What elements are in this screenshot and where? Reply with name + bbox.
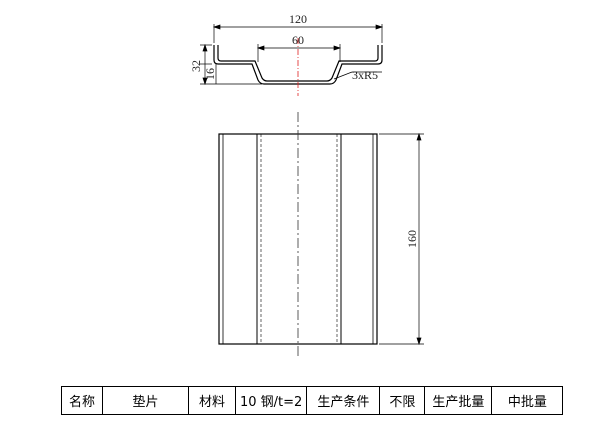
spec-table: 名称 垫片 材料 10 钢/t=2 生产条件 不限 生产批量 中批量 xyxy=(61,386,564,415)
profile-outer-line xyxy=(213,45,383,85)
spec-condition-value: 不限 xyxy=(379,386,426,415)
spec-material-value: 10 钢/t=2 xyxy=(234,386,308,415)
bend-radius-leader xyxy=(333,71,382,80)
spec-table-row: 名称 垫片 材料 10 钢/t=2 生产条件 不限 生产批量 中批量 xyxy=(61,386,564,415)
spec-batch-value: 中批量 xyxy=(491,386,564,415)
dim-heights xyxy=(200,43,262,86)
spec-name-header: 名称 xyxy=(61,386,103,415)
plan-view xyxy=(218,133,378,345)
dim-overall-width xyxy=(212,24,384,43)
profile-inner-line xyxy=(217,45,379,82)
section-view xyxy=(213,45,383,85)
spec-batch-header: 生产批量 xyxy=(424,386,493,415)
dim-overall-width-label: 120 xyxy=(289,12,307,26)
spec-material-header: 材料 xyxy=(188,386,236,415)
bend-radius-label: 3xR5 xyxy=(352,68,378,82)
spec-condition-header: 生产条件 xyxy=(306,386,381,415)
dim-inner-width xyxy=(256,44,342,62)
dim-length-label: 160 xyxy=(405,230,419,248)
spec-name-value: 垫片 xyxy=(102,386,189,415)
dim-step-height-label: 16 xyxy=(203,68,217,80)
dim-length xyxy=(379,132,424,346)
engineering-drawing: 120 60 32 16 3xR5 xyxy=(189,12,424,358)
dim-overall-height-label: 32 xyxy=(189,60,203,72)
